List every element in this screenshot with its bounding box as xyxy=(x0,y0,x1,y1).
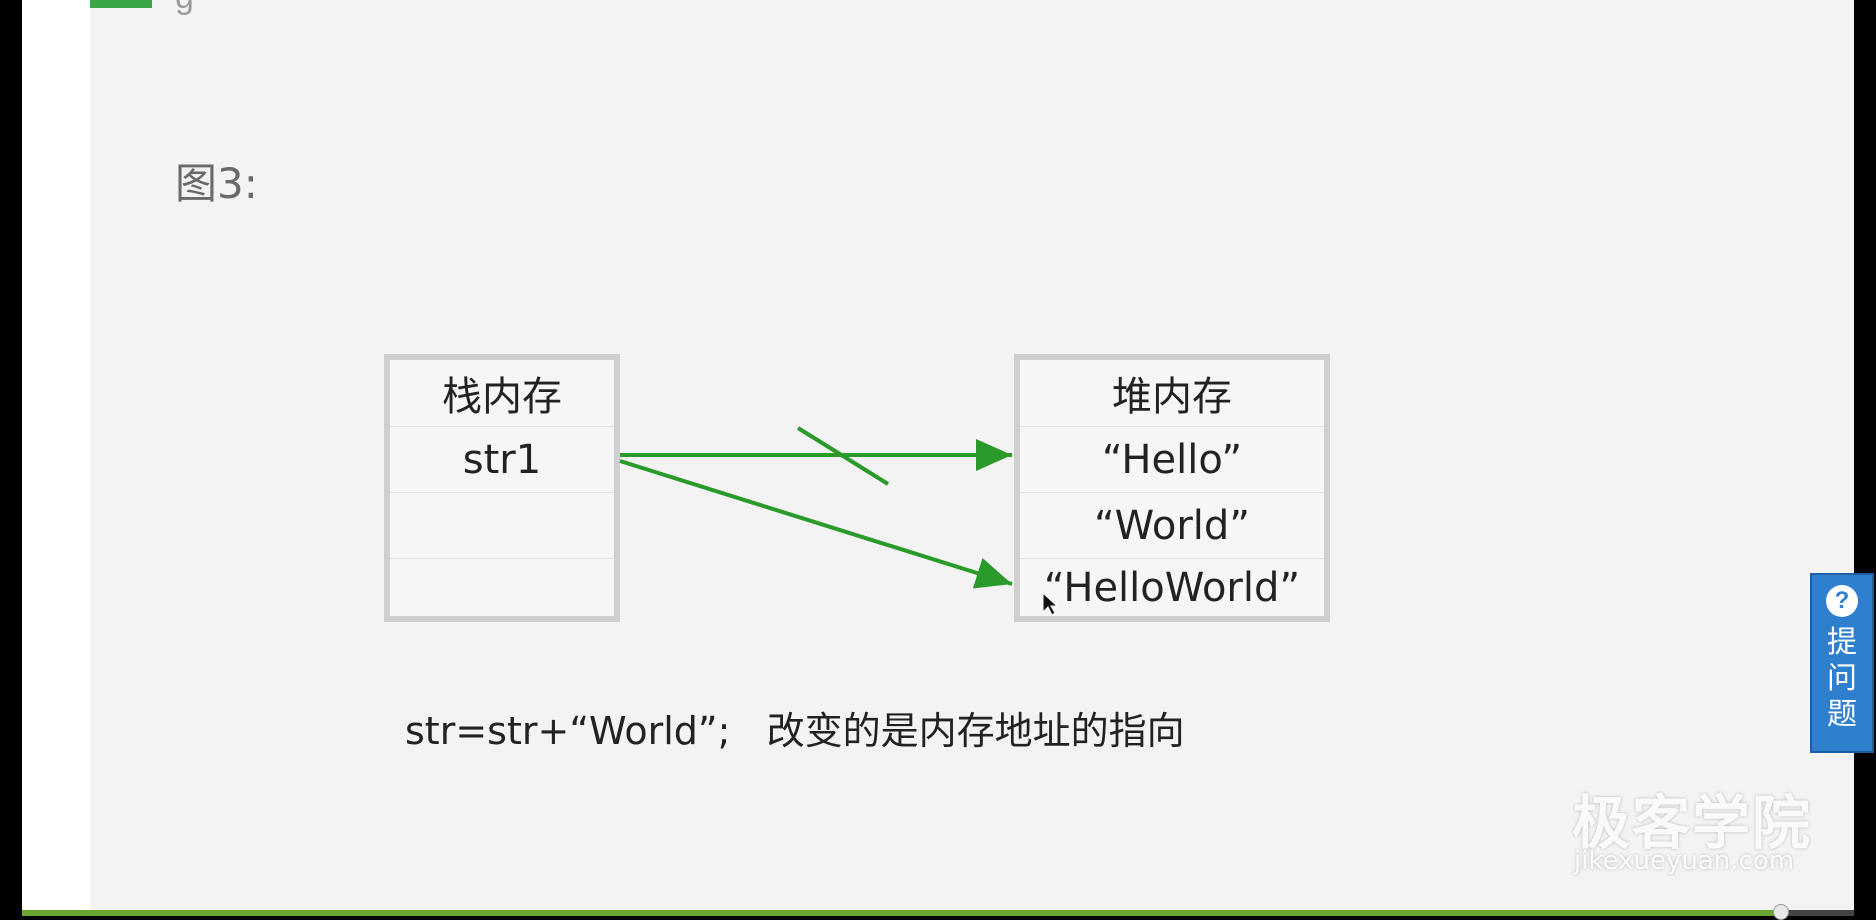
title-accent-bar xyxy=(90,0,152,8)
arrow-crossout-mark xyxy=(796,426,890,486)
video-progress-bar[interactable] xyxy=(22,904,1854,920)
ask-question-button[interactable]: ? 提 问 题 xyxy=(1810,573,1874,753)
question-bubble-icon: ? xyxy=(1826,585,1858,617)
stack-memory-row xyxy=(390,558,614,616)
cut-off-title: g xyxy=(175,0,194,17)
ask-char: 题 xyxy=(1827,697,1857,732)
ask-char: 提 xyxy=(1827,625,1857,660)
heap-memory-row: “Hello” xyxy=(1020,426,1324,492)
progress-knob[interactable] xyxy=(1772,904,1789,920)
heap-memory-row: “HelloWorld” xyxy=(1020,558,1324,616)
stack-memory-header: 栈内存 xyxy=(442,374,562,420)
caption-text: str=str+“World”; 改变的是内存地址的指向 xyxy=(405,709,1185,753)
heap-memory-row: “World” xyxy=(1020,492,1324,558)
ask-char: 问 xyxy=(1827,661,1857,696)
stack-memory-box: 栈内存 str1 xyxy=(384,354,620,622)
left-border xyxy=(0,0,22,916)
progress-fill xyxy=(22,910,1781,916)
watermark-logo-text: 极客学院 xyxy=(1572,789,1813,857)
heap-memory-header: 堆内存 xyxy=(1112,374,1232,420)
left-margin xyxy=(22,0,90,916)
ask-question-label: 提 问 题 xyxy=(1825,625,1859,733)
stack-memory-row xyxy=(390,492,614,558)
watermark-url: jikexueyuan.com xyxy=(1574,846,1795,876)
mouse-cursor-icon xyxy=(1042,591,1059,616)
stack-memory-row: str1 xyxy=(390,426,614,492)
arrow-str1-to-helloworld xyxy=(619,459,1013,589)
heap-memory-box: 堆内存 “Hello” “World” “HelloWorld” xyxy=(1014,354,1330,622)
figure-label: 图3: xyxy=(175,159,258,208)
